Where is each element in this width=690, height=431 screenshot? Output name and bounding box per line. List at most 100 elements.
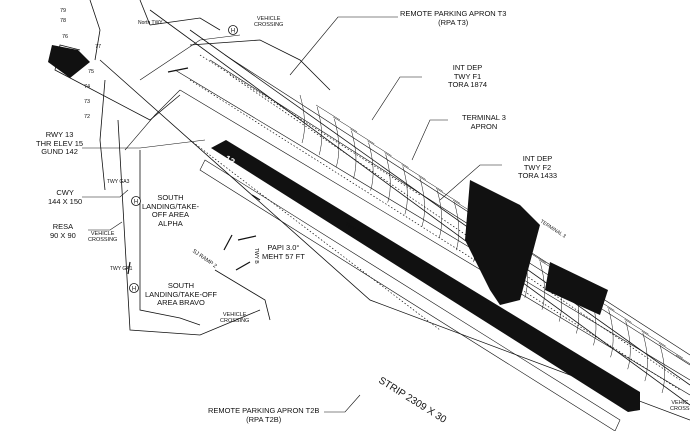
stand-lead-in-line: [316, 106, 322, 155]
stand-72: 72: [84, 114, 90, 120]
label-vehicle-crossing-mid: VEHICLE CROSSING: [220, 312, 249, 325]
stand-lead-in-line: [402, 166, 408, 215]
label-rpa-t2b-line1: REMOTE PARKING APRON T2B: [208, 406, 320, 415]
stand-lead-in-line: [368, 142, 374, 191]
helipad-1: H: [231, 29, 235, 35]
label-vc-left-line1: VEHICLE: [90, 231, 115, 237]
twy-ga3-label: TWY GA3: [107, 179, 130, 185]
helipad-2: H: [134, 200, 138, 206]
stand-78: 78: [60, 18, 66, 24]
taxiway-lines: [124, 34, 690, 396]
label-papi-line2: MEHT 57 FT: [262, 251, 305, 261]
stand-lead-in-line: [625, 321, 631, 370]
label-resa: RESA 90 X 90: [50, 222, 76, 240]
stand-marking: [607, 307, 632, 323]
label-cwy-line2: 144 X 150: [48, 196, 83, 206]
stand-lead-in-line: [642, 333, 648, 382]
label-south-bravo: SOUTH LANDING/TAKE-OFF AREA BRAVO: [145, 281, 217, 308]
label-t3-apron-line2: APRON: [470, 121, 498, 131]
stand-77: 77: [95, 44, 101, 50]
label-int-f1-line2: TWY F1: [453, 71, 482, 81]
stand-marking: [384, 152, 409, 168]
label-vc-mid-line1: VEHICLE: [222, 312, 247, 318]
label-vc-left-line2: CROSSING: [88, 237, 118, 244]
label-vc-mid-line2: CROSSING: [220, 318, 250, 325]
label-south-bravo-line2: LANDING/TAKE-OFF: [145, 289, 217, 299]
label-rpa-t3-line1: REMOTE PARKING APRON T3: [400, 9, 507, 18]
terminal-3-chart-label: TERMINAL 3: [539, 219, 567, 240]
stand-marking: [367, 140, 392, 156]
label-cwy: CWY 144 X 150: [48, 188, 83, 206]
stand-lead-in-line: [299, 94, 305, 144]
label-int-f2-line1: INT DEP: [522, 154, 553, 163]
label-resa-line1: RESA: [52, 222, 74, 231]
label-south-alpha-line4: ALPHA: [158, 218, 183, 228]
stand-marking: [401, 164, 426, 180]
label-vc-top-line1: VEHICLE: [256, 16, 281, 22]
building-west: [48, 45, 90, 78]
building-east: [545, 262, 608, 315]
stand-lead-in-line: [454, 202, 460, 251]
stand-marking: [333, 116, 358, 133]
stand-75: 75: [88, 69, 94, 75]
label-vehicle-crossing-left: VEHICLE CROSSING: [88, 231, 117, 244]
taxiway-centrelines: [189, 54, 681, 391]
label-vehicle-crossing-top: VEHICLE CROSSING: [254, 16, 283, 29]
stand-marking: [641, 330, 666, 347]
stand-marking: [658, 342, 683, 359]
label-rwy-13-line1: RWY 13: [45, 130, 74, 139]
north-twy-label: North TWY: [138, 20, 163, 26]
stand-marking: [675, 354, 690, 365]
leader-lines: [82, 16, 502, 413]
stand-lead-in-line: [539, 261, 545, 310]
label-vc-right-line2: CROSS: [670, 406, 690, 413]
label-south-alpha-line2: LANDING/TAKE-: [142, 201, 199, 211]
twy-ga1-label: TWY GA1: [110, 266, 133, 272]
label-t3-apron-line1: TERMINAL 3: [462, 113, 506, 122]
label-resa-line2: 90 X 90: [50, 230, 76, 240]
stand-74: 74: [84, 84, 90, 90]
terminal-3-building: [465, 180, 540, 305]
stand-lead-in-line: [419, 178, 425, 227]
label-rwy-13-line2: THR ELEV 15: [36, 138, 84, 148]
label-t3-apron: TERMINAL 3 APRON: [462, 113, 506, 131]
stand-marking: [315, 104, 341, 121]
label-vehicle-crossing-right: VEHIC CROSS: [670, 400, 690, 413]
stand-lead-in-line: [334, 118, 340, 167]
label-rpa-t3: REMOTE PARKING APRON T3 (RPA T3): [400, 9, 507, 27]
twy-b-label: TWY B: [253, 248, 259, 264]
label-vc-right-line1: VEHIC: [671, 400, 689, 406]
runway-strip-edge: [199, 159, 621, 431]
label-south-alpha-line1: SOUTH: [157, 193, 184, 202]
label-papi-line1: PAPI 3.0°: [267, 243, 300, 252]
stand-73: 73: [84, 99, 90, 105]
label-int-f2: INT DEP TWY F2 TORA 1433: [518, 154, 558, 181]
label-south-alpha-line3: OFF AREA: [151, 210, 190, 220]
helipad-3: H: [132, 287, 136, 293]
stand-lead-in-line: [608, 309, 614, 358]
stand-lead-in-line: [436, 190, 442, 239]
runway-number: 13: [223, 153, 237, 167]
stand-76: 76: [62, 34, 68, 40]
label-rwy-13-line3: GUND 142: [41, 147, 78, 157]
label-vc-top-line2: CROSSING: [254, 22, 284, 29]
label-south-bravo-line3: AREA BRAVO: [157, 298, 205, 308]
label-int-f1-line1: INT DEP: [452, 63, 483, 72]
stand-lead-in-line: [385, 154, 391, 203]
stand-marking: [435, 188, 461, 204]
label-int-f2-line3: TORA 1433: [518, 171, 558, 181]
label-int-f1-line3: TORA 1874: [448, 80, 488, 90]
label-rpa-t3-line2: (RPA T3): [438, 17, 469, 27]
runway-13: [211, 140, 640, 412]
strip-dims: STRIP 2309 X 30: [376, 375, 448, 426]
threshold-marks: [127, 67, 261, 275]
label-int-f2-line2: TWY F2: [523, 162, 552, 172]
label-cwy-line1: CWY: [56, 188, 74, 197]
stand-marking: [624, 319, 649, 335]
label-rpa-t2b-line2: (RPA T2B): [246, 414, 282, 424]
label-south-bravo-line1: SOUTH: [167, 281, 195, 290]
stand-marking: [350, 128, 375, 145]
stand-79: 79: [60, 8, 66, 14]
label-papi: PAPI 3.0° MEHT 57 FT: [262, 243, 305, 261]
